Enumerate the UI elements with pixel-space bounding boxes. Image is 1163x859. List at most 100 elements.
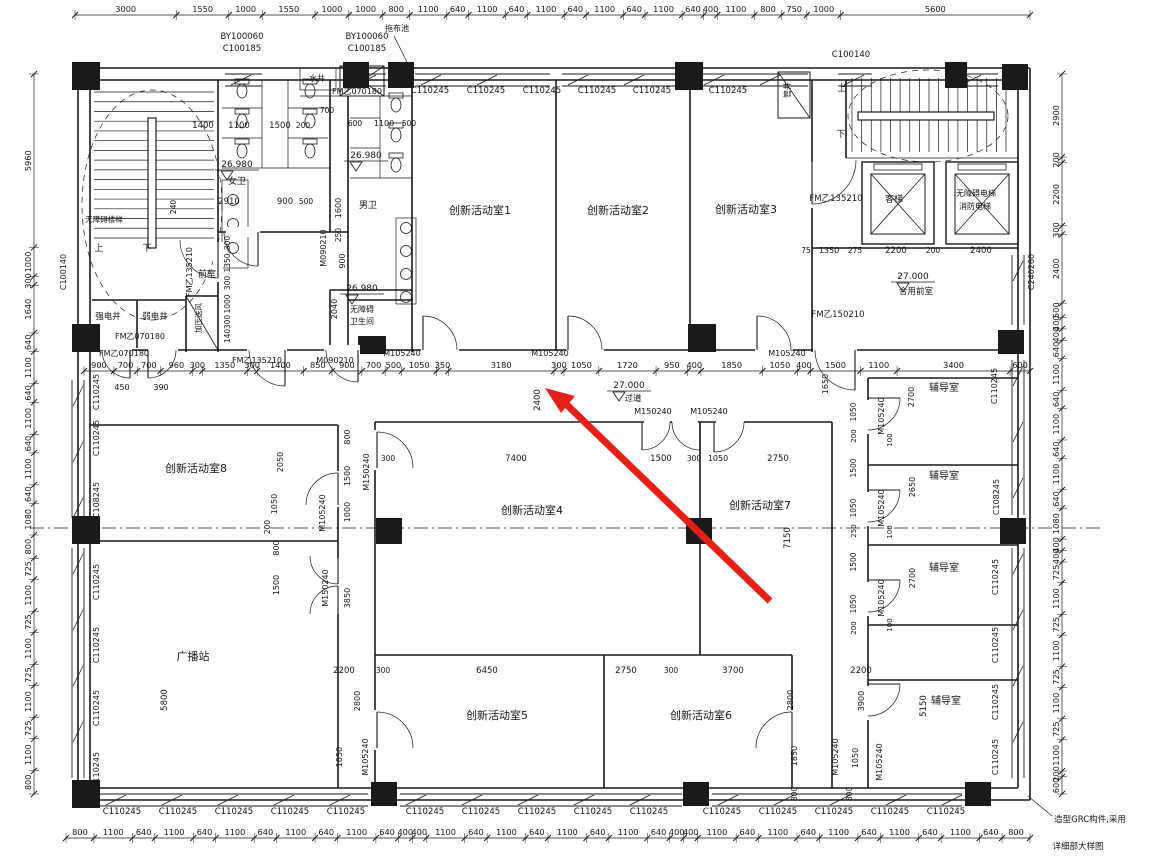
window-opening-slash xyxy=(329,794,351,806)
elevator-car xyxy=(954,173,1010,235)
annotation-label: C110245 xyxy=(462,807,500,817)
dimension-value: 1100 xyxy=(1051,464,1061,485)
dimension-value: 640 xyxy=(1051,441,1061,457)
annotation-label: 300 xyxy=(223,276,232,291)
red-arrow-head xyxy=(545,388,575,413)
dimension-value: 1000 xyxy=(235,4,256,14)
elevator-cross xyxy=(870,173,926,235)
door-opening xyxy=(863,492,873,526)
dimension-value: 800 xyxy=(72,827,88,837)
dimension-value: 5600 xyxy=(925,4,946,14)
room-label: 创新活动室8 xyxy=(165,461,227,475)
door-swing-arc xyxy=(223,231,259,267)
dimension-value: 1100 xyxy=(725,4,746,14)
annotation-label: 2650 xyxy=(908,477,917,497)
window-opening-slash xyxy=(941,794,963,806)
annotation-label: M105240 xyxy=(768,349,805,358)
dimension-value: 1100 xyxy=(285,827,306,837)
dimension-value: 640 xyxy=(590,827,606,837)
dimension-value: 640 xyxy=(922,827,938,837)
structural-column xyxy=(72,780,100,808)
dimension-value: 640 xyxy=(136,827,152,837)
window-opening-slash xyxy=(217,794,239,806)
annotation-label: 造型GRC构件,采用 xyxy=(1054,814,1126,825)
stair-handrail xyxy=(147,117,157,249)
annotation-label: M105240 xyxy=(877,579,886,616)
dimension-value: 900 xyxy=(91,360,107,370)
window-opening-slash xyxy=(629,794,651,806)
dimension-value: 1100 xyxy=(418,4,439,14)
dimension-value: 1850 xyxy=(721,360,742,370)
level-value: 27.000 xyxy=(897,272,929,282)
dimension-value: 640 xyxy=(23,335,33,351)
annotation-label: C110245 xyxy=(815,807,853,817)
dimension-value: 1100 xyxy=(225,827,246,837)
dimension-value: 1640 xyxy=(23,299,33,320)
dimension-value: 400 xyxy=(1051,537,1061,553)
annotation-label: FM乙070180 xyxy=(99,349,149,358)
annotation-label: 过道 xyxy=(624,393,642,404)
annotation-label: 加压送风 xyxy=(193,303,203,333)
annotation-label: 2400 xyxy=(533,389,543,411)
dimension-value: 1100 xyxy=(23,408,33,429)
dimension-value: 1100 xyxy=(1051,745,1061,766)
door-opening xyxy=(813,345,857,355)
annotation-label: C110245 xyxy=(990,368,999,404)
window-opening-slash xyxy=(1012,477,1024,499)
sink-fixture xyxy=(400,268,412,280)
dimension-value: 640 xyxy=(651,827,667,837)
annotation-label: M105240 xyxy=(383,349,420,358)
window-opening-slash xyxy=(717,794,739,806)
dimension-value: 700 xyxy=(118,360,134,370)
annotation-label: 500 xyxy=(299,197,314,206)
annotation-label: 140 xyxy=(223,329,232,344)
door-opening xyxy=(672,417,698,427)
dimension-value: 1100 xyxy=(767,827,788,837)
annotation-label: 3700 xyxy=(722,666,744,676)
dimension-value: 400 xyxy=(397,827,413,837)
room-label: 创新活动室5 xyxy=(466,708,528,722)
door-swing-arc xyxy=(179,239,219,279)
level-value: 27.000 xyxy=(613,381,645,391)
dimension-value: 725 xyxy=(1051,669,1061,685)
annotation-label: FM乙135210 xyxy=(809,194,862,204)
dimension-value: 640 xyxy=(1051,342,1061,358)
toilet-tank xyxy=(302,138,318,145)
door-opening xyxy=(421,345,459,355)
annotation-label: 卫生间 xyxy=(350,316,374,326)
toilet-tank xyxy=(302,78,318,85)
annotation-label: C110245 xyxy=(991,684,1000,720)
window-opening-slash xyxy=(72,441,84,463)
dimension-value: 400 xyxy=(686,360,702,370)
dimension-value: 640 xyxy=(529,827,545,837)
annotation-label: 2400 xyxy=(970,246,992,256)
annotation-label: M150240 xyxy=(362,453,371,490)
window-opening-slash xyxy=(72,385,84,407)
structural-column xyxy=(72,62,100,90)
annotation-label: C110245 xyxy=(578,86,616,96)
annotation-label: M105240 xyxy=(690,407,727,416)
annotation-label: 水井 xyxy=(309,73,325,83)
annotation-label: 200 xyxy=(263,520,272,535)
door-swing-arc xyxy=(756,315,792,351)
annotation-label: 无障碍楼梯 xyxy=(85,214,123,224)
structural-column xyxy=(371,782,397,806)
annotation-label: C110245 xyxy=(871,807,909,817)
door-swing-arc xyxy=(101,349,131,379)
annotation-label: 下 xyxy=(142,244,151,254)
annotation-label: M105240 xyxy=(875,743,884,780)
shaft-diagonal xyxy=(185,295,219,351)
dimension-value: 640 xyxy=(800,827,816,837)
annotation-label: C110245 xyxy=(92,690,101,726)
sink-fixture xyxy=(400,291,412,303)
door-swing-arc xyxy=(422,315,458,351)
annotation-label: C110245 xyxy=(271,807,309,817)
room-label: 创新活动室6 xyxy=(670,708,732,722)
dimension-value: 1550 xyxy=(192,4,213,14)
dimension-value: 1100 xyxy=(23,691,33,712)
dimension-value: 800 xyxy=(23,775,33,791)
annotation-label: C240260 xyxy=(1027,254,1036,290)
dimension-value: 3000 xyxy=(115,4,136,14)
dimension-value: 2400 xyxy=(1051,258,1061,279)
